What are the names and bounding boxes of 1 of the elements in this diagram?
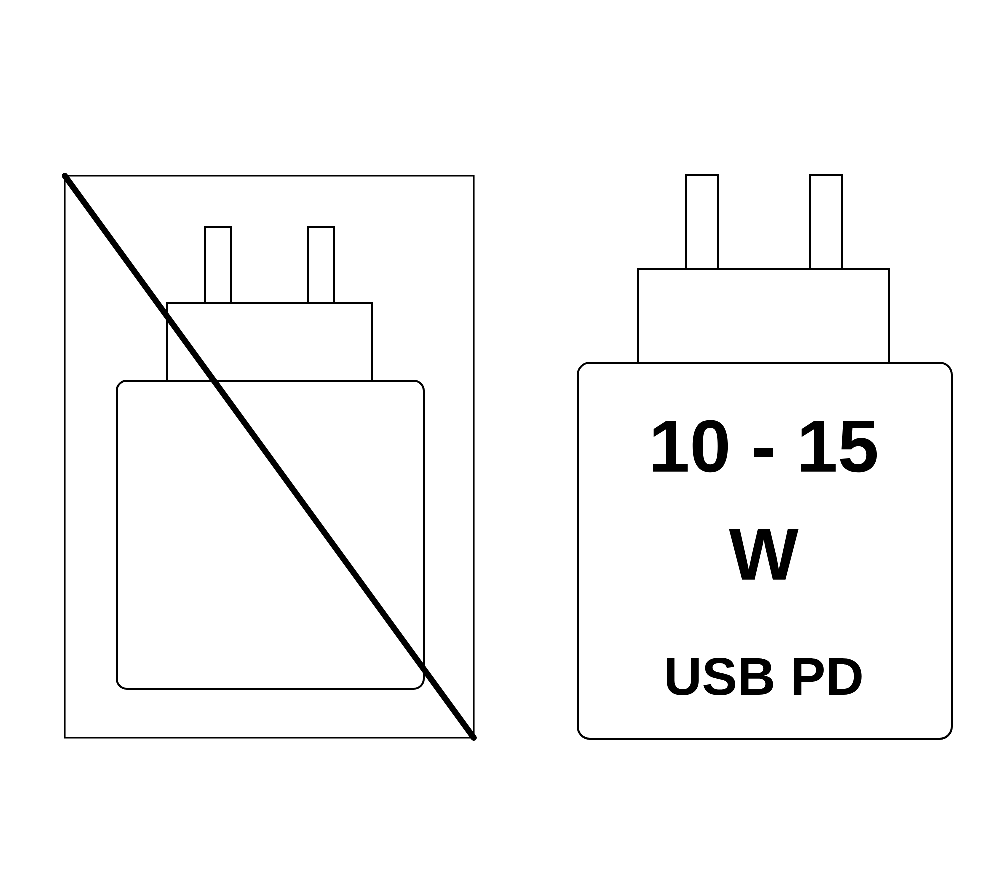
- charger-icon: [116, 226, 425, 690]
